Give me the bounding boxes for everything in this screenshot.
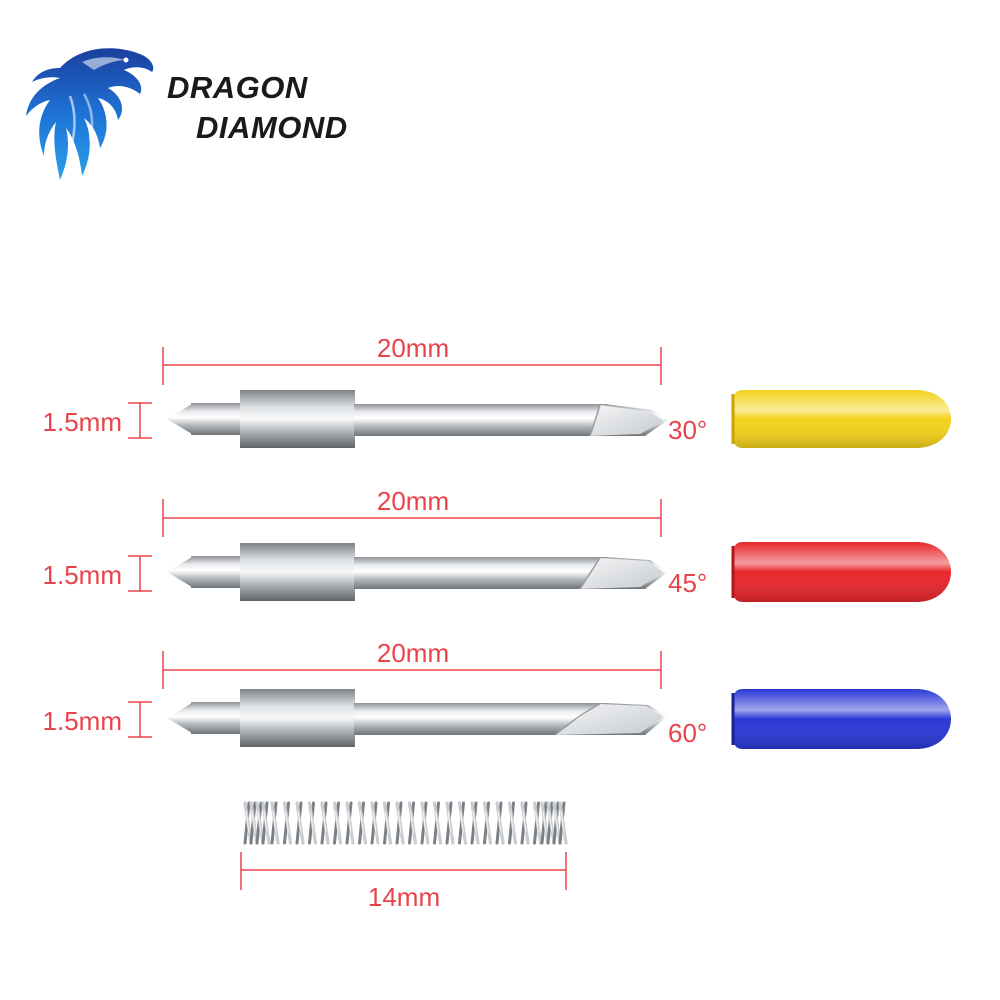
spring-coil-highlight xyxy=(435,810,439,834)
diameter-label: 1.5mm xyxy=(43,706,122,736)
spring xyxy=(243,801,568,845)
spring-coil-highlight xyxy=(372,810,377,834)
spring-coil-highlight xyxy=(422,810,427,834)
spring-coil-highlight xyxy=(497,810,502,834)
spring-length-label: 14mm xyxy=(368,882,440,912)
spring-length-dimension: 14mm xyxy=(240,852,567,912)
spring-coil-highlight xyxy=(360,810,364,834)
spring-coil-highlight xyxy=(485,810,489,834)
length-label: 20mm xyxy=(377,638,449,668)
blade-group-1: 20mm 1.5mm 30° xyxy=(43,333,951,448)
diameter-dimension: 1.5mm xyxy=(43,402,152,439)
angle-label: 60° xyxy=(668,718,707,748)
spring-coil-highlight xyxy=(251,810,256,834)
spring-coil-highlight xyxy=(410,810,414,834)
length-dimension: 20mm xyxy=(162,486,662,537)
brand-name-line2: DIAMOND xyxy=(196,110,348,145)
length-dimension: 20mm xyxy=(162,638,662,689)
length-label: 20mm xyxy=(377,486,449,516)
length-label: 20mm xyxy=(377,333,449,363)
spring-coil-highlight xyxy=(447,810,452,834)
spring-coil-highlight xyxy=(263,810,268,834)
angle-label: 45° xyxy=(668,568,707,598)
protective-cap xyxy=(731,542,951,602)
spring-coil-highlight xyxy=(522,810,527,834)
spring-coil-highlight xyxy=(510,810,514,834)
spring-coil-highlight xyxy=(397,810,402,834)
diameter-label: 1.5mm xyxy=(43,560,122,590)
spring-coil-highlight xyxy=(535,810,539,834)
spring-coil-highlight xyxy=(245,810,250,834)
diameter-label: 1.5mm xyxy=(43,407,122,437)
spring-coil-highlight xyxy=(347,810,352,834)
brand-name-line1: DRAGON xyxy=(167,70,308,105)
dragon-icon xyxy=(26,48,154,180)
spring-coil-highlight xyxy=(554,810,559,834)
spring-coil-highlight xyxy=(560,810,565,834)
blade-group-3: 20mm 1.5mm 60° xyxy=(43,638,951,749)
spring-coil-highlight xyxy=(335,810,339,834)
blade-shaft xyxy=(167,689,668,747)
protective-cap xyxy=(731,390,951,448)
spring-coil-highlight xyxy=(385,810,389,834)
spring-coil-highlight xyxy=(297,810,302,834)
spring-coil-highlight xyxy=(272,810,277,834)
angle-label: 30° xyxy=(668,415,707,445)
spring-group: 14mm xyxy=(240,801,568,912)
spring-coil-highlight xyxy=(285,810,289,834)
spring-coil-highlight xyxy=(548,810,553,834)
spring-coil-highlight xyxy=(310,810,314,834)
spring-coil-highlight xyxy=(472,810,477,834)
length-dimension: 20mm xyxy=(162,333,662,385)
spring-coil-highlight xyxy=(257,810,262,834)
protective-cap xyxy=(731,689,951,749)
diameter-dimension: 1.5mm xyxy=(43,555,152,592)
diameter-dimension: 1.5mm xyxy=(43,701,152,738)
blade-shaft xyxy=(167,390,668,448)
blade-group-2: 20mm 1.5mm 45° xyxy=(43,486,951,602)
spring-coil-highlight xyxy=(460,810,464,834)
spring-coil-highlight xyxy=(322,810,327,834)
spring-coil-highlight xyxy=(542,810,547,834)
blade-shaft xyxy=(167,543,668,601)
